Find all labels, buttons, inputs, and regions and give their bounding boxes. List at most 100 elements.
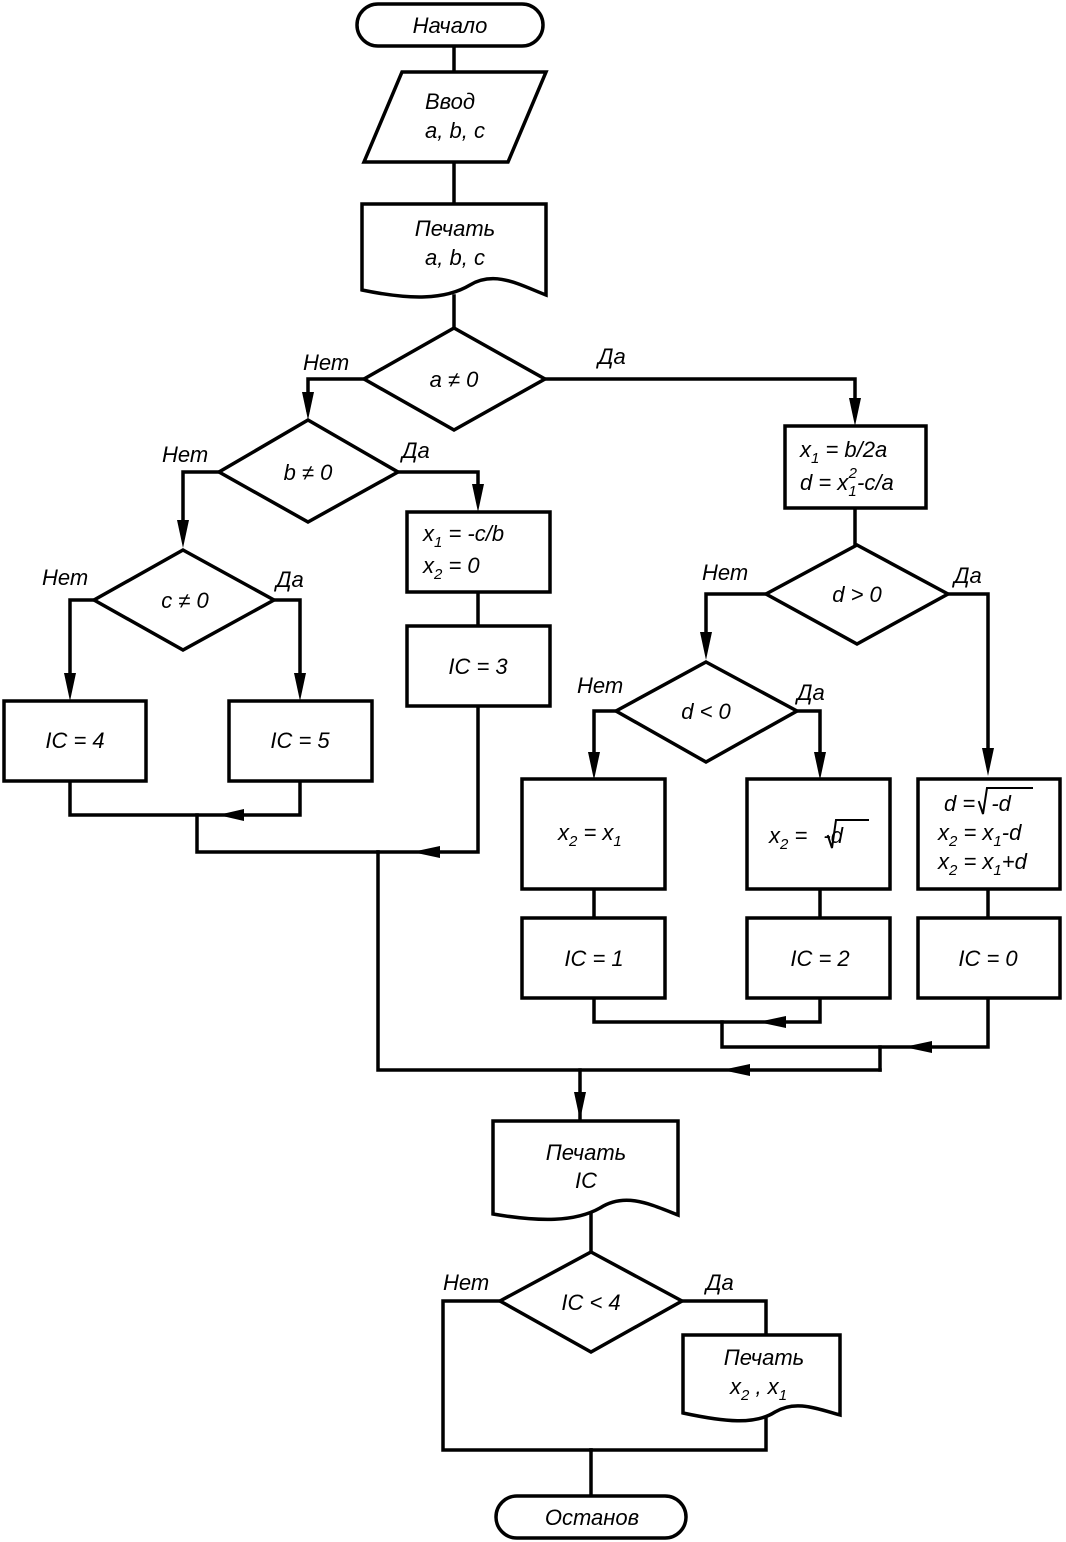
connector-ic4-merge [68,780,302,817]
cond-ic-no-label: Нет [443,1270,489,1295]
stop-terminator: Останов [494,1494,688,1540]
start-label: Начало [413,13,488,38]
process-complex-roots: x2 = -d [745,777,892,891]
connector-conda-yes [543,377,857,412]
arrow-down-icon [700,632,712,660]
decision-d-negative: d < 0 [612,660,801,765]
cond-dpos-no-label: Нет [702,560,748,585]
connectors [68,44,990,1498]
cond-dneg-no-label: Нет [577,673,623,698]
arrow-down-icon [472,484,484,512]
ic0-label: IC = 0 [958,946,1018,971]
arrow-left-icon [722,1064,750,1076]
cond-b-yes-label: Да [399,438,430,463]
arrow-down-icon [982,748,994,776]
process-real-roots: d = -d x2 = x1-d x2 = x1+d [916,777,1062,891]
cond-a-no-label: Нет [303,350,349,375]
cond-a-yes-label: Да [595,344,626,369]
connector-left-trunk [376,850,882,1072]
connector-conddneg-no [592,709,618,764]
connector-conda-no [306,377,366,412]
print-ic-document: Печать IC [491,1119,680,1222]
connector-ic3-merge [376,705,480,854]
process-ic0: IC = 0 [916,916,1062,1000]
input-line-1: Ввод [425,89,475,114]
print-abc-line-2: a, b, c [425,245,485,270]
arrow-down-icon [294,673,306,701]
input-block: Ввод a, b, c [361,70,549,164]
start-terminator: Начало [355,2,545,48]
connector-conddpos-yes [946,592,990,764]
arrow-down-icon [574,1092,586,1120]
cond-b-no-label: Нет [162,442,208,467]
print-roots-document: Печать x2 , x1 [681,1333,842,1423]
arrow-down-icon [849,398,861,426]
arrow-down-icon [177,520,189,548]
decision-b-label: b ≠ 0 [284,460,334,485]
decision-d-negative-label: d < 0 [681,699,731,724]
cond-c-yes-label: Да [273,567,304,592]
ic5-label: IC = 5 [270,728,330,753]
process-linear-root: x1 = -c/b x2 = 0 [405,510,552,594]
arrow-left-icon [412,846,440,858]
arrow-left-icon [218,809,244,821]
connector-condb-no [181,470,221,532]
stop-label: Останов [545,1505,639,1530]
connector-ic12-down [720,996,990,1049]
print-ic-line-2: IC [575,1168,597,1193]
ic4-label: IC = 4 [45,728,104,753]
print-abc-document: Печать a, b, c [360,202,548,299]
print-roots-line-1: Печать [724,1345,804,1370]
print-ic-line-1: Печать [546,1140,626,1165]
input-line-2: a, b, c [425,118,485,143]
connector-merge-left [195,813,380,854]
connector-condc-yes [272,598,302,684]
decision-b: b ≠ 0 [215,417,402,525]
connector-conddpos-no [704,592,768,644]
connector-condb-yes [396,470,480,500]
arrow-down-icon [302,392,314,420]
connector-condic-no [441,1299,593,1452]
cond-dneg-yes-label: Да [794,680,825,705]
decision-d-positive: d > 0 [762,543,952,646]
process-ic3: IC = 3 [405,624,552,708]
connector-ic1-ic2-merge [592,996,822,1024]
arrow-down-icon [588,752,600,780]
connector-condc-no [68,598,96,684]
sqrt-icon [977,787,1033,815]
ic2-label: IC = 2 [790,946,849,971]
ic3-label: IC = 3 [448,654,508,679]
sqrt-icon [826,819,869,849]
real-roots-line-3: x2 = x1+d [937,849,1028,879]
real-roots-line-1: d = -d [944,791,1012,816]
process-ic4: IC = 4 [2,699,148,783]
decision-c: c ≠ 0 [90,547,278,653]
decision-d-positive-label: d > 0 [832,582,882,607]
decision-ic-label: IC < 4 [561,1290,620,1315]
cond-c-no-label: Нет [42,565,88,590]
print-abc-line-1: Печать [415,216,495,241]
cond-ic-yes-label: Да [703,1270,734,1295]
decision-a-label: a ≠ 0 [430,367,480,392]
process-ic2: IC = 2 [745,916,892,1000]
print-roots-line-2: x2 , x1 [729,1374,787,1404]
arrow-left-icon [904,1041,932,1053]
equal-roots-formula: x2 = x1 [557,820,622,850]
quad-init-line-2: d = x12-c/a [800,465,894,500]
linear-line-1: x1 = -c/b [422,521,504,551]
linear-line-2: x2 = 0 [422,553,480,583]
connector-printroots-merge [589,1408,768,1452]
process-equal-roots: x2 = x1 [520,777,667,891]
connector-conddneg-yes [795,709,822,764]
quad-init-line-1: x1 = b/2a [799,437,887,467]
arrow-down-icon [64,673,76,701]
decision-c-label: c ≠ 0 [161,588,209,613]
arrowheads [64,392,994,1120]
ic1-label: IC = 1 [564,946,623,971]
arrow-left-icon [758,1016,786,1028]
decision-a: a ≠ 0 [360,325,549,433]
process-ic5: IC = 5 [227,699,374,783]
connector-condic-yes [680,1299,768,1335]
process-quad-init: x1 = b/2a d = x12-c/a [783,424,928,510]
